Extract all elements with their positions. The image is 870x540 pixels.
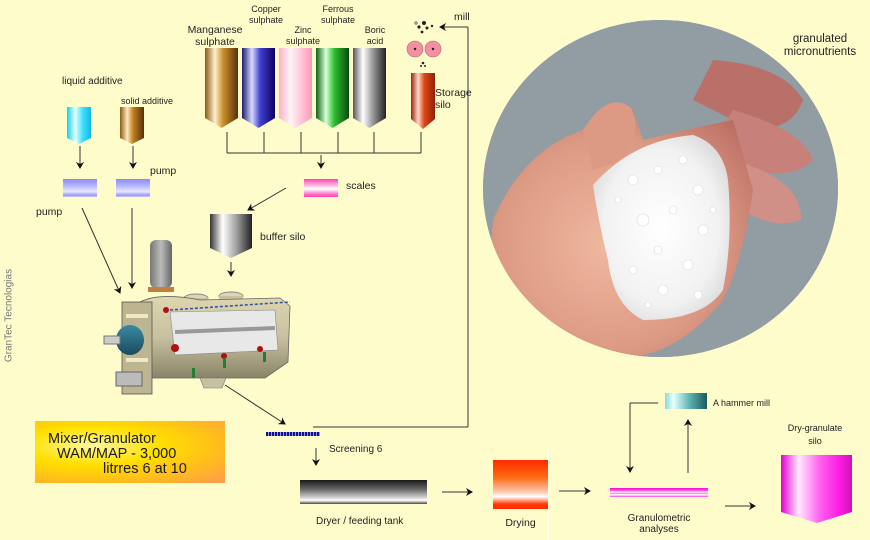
label-storage-silo: Storage silo — [435, 87, 472, 111]
dryer-feeding-tank — [300, 480, 427, 504]
hand-with-granules-image — [483, 20, 838, 357]
mixer-line-1: Mixer/Granulator — [48, 431, 156, 447]
label-line: Copper — [251, 4, 281, 14]
label-liquid-additive: liquid additive — [62, 76, 123, 88]
label-solid-additive: solid additive — [121, 95, 173, 107]
hammer-mill — [665, 393, 707, 409]
label-line: analyses — [639, 524, 679, 535]
label-line: sulphate — [285, 36, 321, 46]
label-granulometric-analyses: Granulometric analyses — [614, 513, 704, 535]
label-text: pump — [150, 165, 177, 177]
dry-granulate-silo — [781, 455, 852, 523]
zinc-silo — [279, 48, 312, 128]
storage-silo — [411, 73, 435, 129]
label-screening: Screening 6 — [329, 444, 382, 456]
label-dryer-feeding-tank: Dryer / feeding tank — [316, 516, 403, 528]
label-dry-granulate-silo: Dry-granulate silo — [780, 422, 850, 448]
label-line: Storage — [435, 87, 472, 99]
label-copper-sulphate: Copper sulphate — [236, 4, 296, 26]
label-line: sulphate — [248, 15, 284, 25]
drying-unit — [493, 460, 548, 509]
label-granulated-micronutrients: granulated micronutrients — [770, 33, 870, 59]
mixer-line-2: WAM/MAP - 3,000 — [57, 446, 177, 462]
label-line: silo — [808, 436, 822, 446]
label-text: liquid additive — [62, 76, 123, 87]
mill-rollers-icon — [406, 21, 442, 67]
label-line: Manganese — [187, 24, 243, 36]
solid-pump — [116, 179, 150, 197]
label-line: Dry-granulate — [787, 423, 843, 433]
label-manganese-sulphate: Manganese sulphate — [180, 24, 250, 48]
scales — [304, 179, 338, 197]
label-text: A hammer mill — [713, 398, 771, 408]
boric-silo — [353, 48, 386, 128]
copper-silo — [242, 48, 275, 128]
label-ferrous-sulphate: Ferrous sulphate — [308, 4, 368, 26]
buffer-silo — [210, 214, 252, 258]
label-line: acid — [366, 36, 384, 46]
label-text: scales — [346, 180, 376, 192]
label-line: sulphate — [195, 36, 235, 48]
label-buffer-silo: buffer silo — [260, 231, 305, 243]
granulometric-analyzer — [610, 488, 708, 497]
solid-additive-tank — [120, 107, 144, 144]
raw-material-silos — [205, 48, 386, 128]
label-text: buffer silo — [260, 231, 306, 243]
label-drying: Drying — [493, 517, 548, 529]
label-line: Granulometric — [627, 513, 691, 524]
label-scales: scales — [346, 180, 376, 192]
label-text: mill — [454, 11, 470, 23]
watermark-text: GranTec Tecnologias — [3, 268, 15, 363]
ferrous-silo — [316, 48, 349, 128]
label-text: Drying — [505, 517, 536, 529]
label-text: Dryer / feeding tank — [316, 516, 404, 527]
label-line: sulphate — [320, 15, 356, 25]
label-text: solid additive — [121, 96, 174, 106]
label-line: Ferrous — [322, 4, 354, 14]
label-text: Screening 6 — [329, 444, 383, 455]
label-line: micronutrients — [783, 46, 857, 58]
manganese-silo — [205, 48, 238, 128]
granulated-micronutrients-photo — [483, 20, 838, 357]
label-pump-right: pump — [150, 165, 176, 177]
label-pump-left: pump — [36, 206, 62, 218]
screen-sieve — [266, 432, 320, 436]
label-mill: mill — [454, 11, 470, 23]
mixer-info-box: Mixer/Granulator WAM/MAP - 3,000 litrres… — [35, 421, 225, 483]
label-text: pump — [36, 206, 63, 218]
liquid-pump — [63, 179, 97, 197]
label-line: granulated — [792, 33, 848, 45]
label-line: Zinc — [294, 25, 312, 35]
label-zinc-sulphate: Zinc sulphate — [273, 25, 333, 47]
mixer-granulator-machine — [103, 240, 291, 395]
liquid-additive-tank — [67, 107, 91, 144]
label-boric-acid: Boric acid — [350, 25, 400, 47]
watermark: GranTec Tecnologias — [4, 261, 15, 371]
label-line: Boric — [364, 25, 386, 35]
mixer-line-3: litrres 6 at 10 — [103, 461, 187, 477]
label-hammer-mill: A hammer mill — [713, 397, 770, 409]
label-line: silo — [435, 99, 451, 111]
